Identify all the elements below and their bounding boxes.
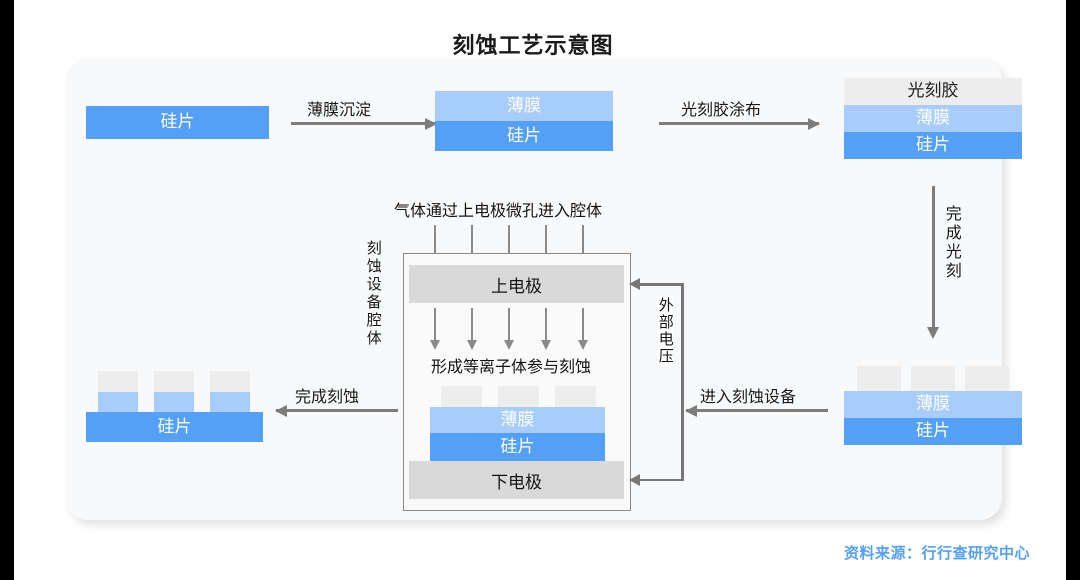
voltage-wire-bottom (639, 478, 683, 481)
gas-inlet-note: 气体通过上电极微孔进入腔体 (394, 201, 603, 220)
stage6-film-segment (154, 392, 194, 412)
diagram-page: 刻蚀工艺示意图 硅片 薄膜沉淀 薄膜 硅片 光刻胶涂布 光刻胶 薄膜 硅片 完成… (14, 0, 1066, 580)
stage4-photoresist-segment (857, 366, 901, 391)
plasma-note: 形成等离子体参与刻蚀 (431, 357, 592, 376)
page-title: 刻蚀工艺示意图 (452, 34, 614, 59)
stage1-wafer-layer: 硅片 (86, 106, 269, 139)
arrow-label-enter-etcher: 进入刻蚀设备 (700, 387, 797, 406)
stage4-photoresist-segment (965, 366, 1009, 391)
lower-electrode: 下电极 (409, 461, 624, 499)
stage3-film-layer: 薄膜 (844, 105, 1022, 132)
external-voltage-label: 外部电压 (656, 296, 675, 366)
stage4-wafer-layer: 硅片 (844, 418, 1022, 445)
chamber-name-label: 刻蚀设备腔体 (364, 240, 383, 348)
plasma-arrow (540, 308, 551, 350)
stage3-photoresist-layer: 光刻胶 (844, 78, 1022, 105)
stage6-photoresist-segment (154, 371, 194, 392)
chamber-photoresist-segment (441, 386, 482, 407)
chamber-wafer-layer: 硅片 (430, 433, 605, 461)
stage6-photoresist-segment (98, 371, 138, 392)
upper-electrode: 上电极 (409, 265, 624, 303)
stage3-wafer-layer: 硅片 (844, 132, 1022, 159)
plasma-arrow (429, 308, 440, 350)
stage6-film-segment (210, 392, 250, 412)
chamber-photoresist-segment (555, 386, 596, 407)
plasma-arrow (466, 308, 477, 350)
arrow-etch-done (275, 404, 398, 417)
stage6-photoresist-segment (210, 371, 250, 392)
chamber-film-layer: 薄膜 (430, 407, 605, 433)
voltage-arrowhead-upper (629, 278, 640, 290)
arrow-deposition (291, 117, 437, 130)
stage2-wafer-layer: 硅片 (435, 121, 613, 151)
plasma-arrow (577, 308, 588, 350)
stage4-photoresist-segment (911, 366, 955, 391)
arrow-litho-done (927, 186, 938, 339)
plasma-arrow (503, 308, 514, 350)
arrow-label-etch-done: 完成刻蚀 (295, 387, 360, 406)
stage4-film-layer: 薄膜 (844, 391, 1022, 418)
arrow-coating (659, 117, 820, 130)
stage6-film-segment (98, 392, 138, 412)
chamber-photoresist-segment (498, 386, 539, 407)
stage2-film-layer: 薄膜 (435, 91, 613, 121)
voltage-wire-vertical (681, 283, 684, 481)
arrow-label-deposition: 薄膜沉淀 (307, 100, 372, 119)
voltage-arrowhead-lower (629, 473, 640, 486)
arrow-enter-etcher (685, 404, 828, 417)
stage6-wafer-layer: 硅片 (86, 412, 263, 442)
voltage-wire-top (639, 283, 683, 286)
arrow-label-coating: 光刻胶涂布 (681, 100, 762, 119)
source-attribution: 资料来源：行行查研究中心 (843, 544, 1030, 562)
arrow-label-litho-done: 完成光刻 (942, 205, 962, 281)
